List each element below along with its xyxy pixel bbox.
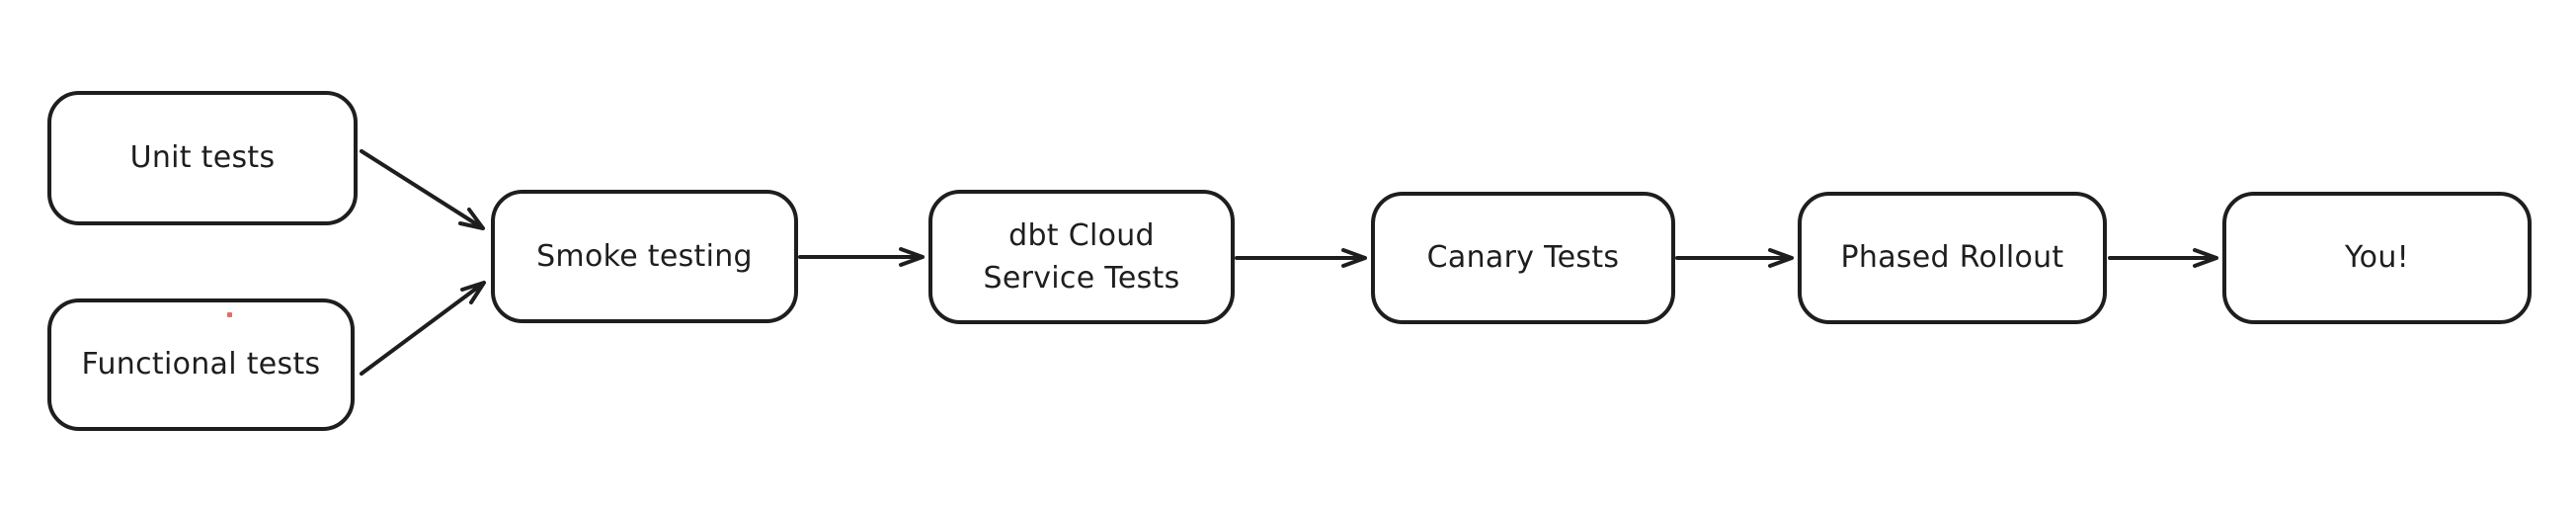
node-phased-rollout-label: Phased Rollout [1840, 240, 2064, 276]
node-functional-tests-label: Functional tests [81, 347, 321, 382]
node-unit-tests-label: Unit tests [129, 140, 276, 176]
node-smoke-testing-label: Smoke testing [536, 238, 753, 274]
arrow-phased-rollout-to-you[interactable] [2108, 248, 2218, 268]
node-you-label: You! [2345, 240, 2409, 276]
node-unit-tests[interactable]: Unit tests [47, 91, 358, 225]
arrow-unit-tests-to-smoke-testing[interactable] [360, 149, 485, 230]
arrow-smoke-testing-to-dbt-cloud[interactable] [798, 247, 925, 267]
arrow-functional-tests-to-smoke-testing[interactable] [360, 281, 486, 376]
node-smoke-testing[interactable]: Smoke testing [491, 190, 798, 323]
node-functional-tests[interactable]: Functional tests [47, 298, 355, 431]
node-dbt-cloud-service-tests[interactable]: dbt Cloud Service Tests [928, 190, 1235, 324]
node-dbt-cloud-service-tests-label: dbt Cloud Service Tests [983, 214, 1179, 300]
node-phased-rollout[interactable]: Phased Rollout [1798, 192, 2107, 324]
node-you[interactable]: You! [2222, 192, 2532, 324]
node-dbt-line-1: dbt Cloud [1008, 217, 1155, 253]
node-canary-tests-label: Canary Tests [1426, 240, 1620, 276]
arrow-canary-tests-to-phased-rollout[interactable] [1675, 248, 1794, 268]
node-canary-tests[interactable]: Canary Tests [1371, 192, 1675, 324]
arrow-dbt-cloud-to-canary-tests[interactable] [1235, 248, 1367, 268]
node-dbt-line-2: Service Tests [983, 261, 1180, 296]
stray-red-dot [227, 312, 232, 317]
